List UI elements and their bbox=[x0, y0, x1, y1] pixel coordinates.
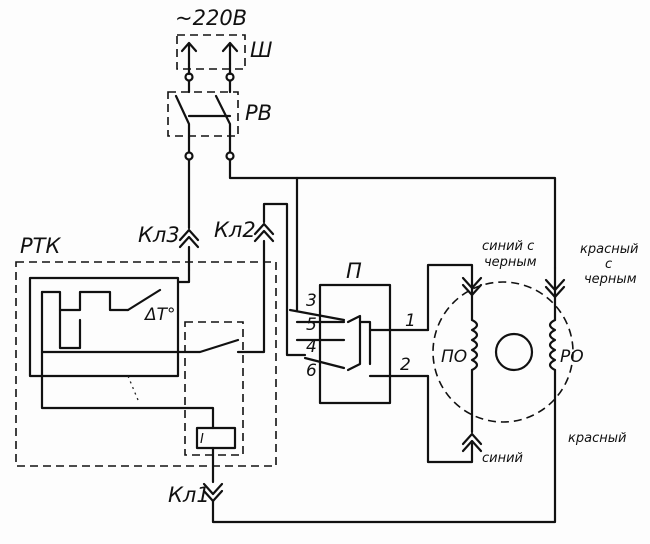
contact-5-label: 5 bbox=[306, 315, 317, 335]
wire-to-coil bbox=[40, 350, 215, 430]
wire-contact-to-kl2 bbox=[236, 260, 266, 354]
thermal-contact bbox=[126, 288, 162, 312]
motor-frame bbox=[432, 281, 574, 423]
terminal-2-label: Кл2 bbox=[214, 218, 256, 242]
run-winding-label: РО bbox=[560, 347, 584, 367]
wire-mains-right-to-ro bbox=[228, 158, 557, 270]
wire-color-red: красный bbox=[568, 431, 626, 446]
relay-block: РВ bbox=[167, 91, 272, 161]
motor-block: ПО РО синий с черным красный с черным си… bbox=[426, 239, 638, 466]
contact-2-label: 2 bbox=[400, 355, 411, 375]
coil-symbol: I bbox=[200, 432, 204, 447]
run-winding bbox=[548, 318, 557, 372]
plug-pin-left bbox=[180, 41, 198, 82]
bimetal-element bbox=[40, 290, 130, 312]
wire-contact-1-to-po bbox=[426, 263, 474, 332]
plug-pin-right bbox=[221, 41, 239, 82]
wire-color-red-black-1: красный bbox=[580, 242, 638, 257]
thermal-relay-frame bbox=[15, 261, 277, 467]
contact-1-label: 1 bbox=[405, 311, 416, 331]
temperature-symbol: ΔT° bbox=[143, 305, 176, 325]
wire-color-blue: синий bbox=[482, 451, 523, 466]
start-winding-label: ПО bbox=[441, 347, 467, 367]
switch-block: П 3 5 4 6 1 2 bbox=[288, 259, 430, 405]
contact-6-label: 6 bbox=[306, 361, 317, 381]
wire-color-blue-black-2: черным bbox=[484, 255, 537, 270]
wire-contact-2-to-po bbox=[426, 374, 474, 464]
plug-label: Ш bbox=[250, 38, 272, 62]
bimetal-frame bbox=[28, 276, 180, 378]
wire-kl1-to-ro bbox=[211, 398, 557, 524]
relay-label: РВ bbox=[245, 101, 272, 125]
wire-kl2-to-contact-6 bbox=[262, 202, 307, 357]
wire-color-red-black-2: с bbox=[605, 257, 612, 272]
switch-contact-bar-2 bbox=[358, 320, 372, 366]
terminal-kl2: Кл2 bbox=[214, 202, 307, 357]
relay-contact-left bbox=[174, 94, 191, 140]
switch-contact-bar bbox=[346, 314, 362, 372]
start-winding bbox=[470, 318, 479, 372]
wire-contact-6 bbox=[303, 356, 346, 370]
wire-thermal-out bbox=[40, 290, 240, 354]
wire-contact-3 bbox=[288, 308, 346, 322]
mains-label: ~220В bbox=[175, 6, 247, 30]
contact-4-label: 4 bbox=[306, 337, 317, 357]
start-relay-frame bbox=[184, 321, 244, 456]
relay-coil bbox=[195, 426, 237, 450]
terminal-3-label: Кл3 bbox=[138, 223, 180, 247]
thermal-relay-block: РТК ΔT° I bbox=[15, 234, 277, 484]
switch-label: П bbox=[346, 259, 362, 283]
wire-color-blue-black-1: синий с bbox=[482, 239, 534, 254]
switch-frame bbox=[318, 283, 392, 405]
terminal-1-label: Кл1 bbox=[168, 483, 210, 507]
thermal-relay-label: РТК bbox=[20, 234, 61, 258]
wire-kl3-into-thermal bbox=[176, 268, 191, 284]
relay-frame bbox=[167, 91, 239, 137]
bimetal-loop bbox=[58, 308, 82, 350]
terminal-kl1: Кл1 bbox=[168, 398, 557, 524]
motor-rotor bbox=[494, 332, 534, 372]
contact-3-label: 3 bbox=[306, 291, 317, 311]
plug-block: ~220В Ш bbox=[175, 6, 272, 82]
mechanical-link bbox=[127, 375, 139, 401]
plug-frame bbox=[176, 34, 246, 70]
terminal-kl3: Кл3 bbox=[138, 223, 200, 272]
wire-color-red-black-3: черным bbox=[584, 272, 637, 287]
relay-contact-right bbox=[214, 94, 232, 140]
